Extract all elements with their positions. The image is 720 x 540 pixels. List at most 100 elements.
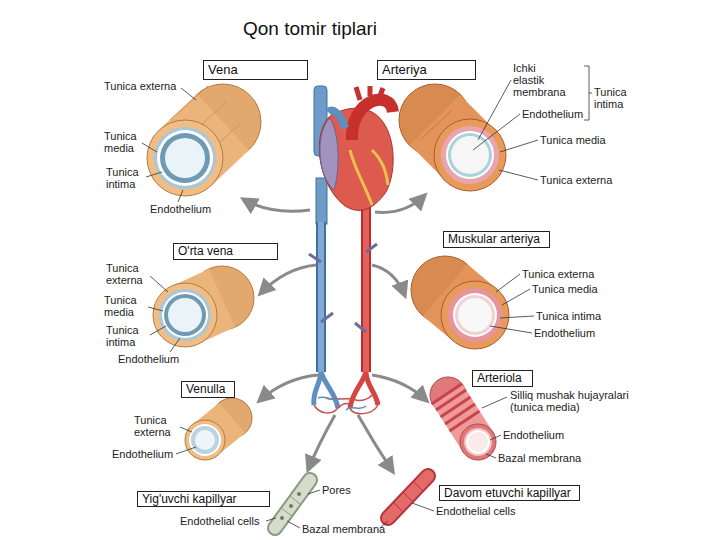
illustration-part <box>289 504 293 508</box>
illustration-part <box>441 126 499 184</box>
vessel-type-box: Yig'uvchi kapillyar <box>137 491 270 507</box>
illustration-part <box>281 496 300 516</box>
illustration-part <box>320 118 338 190</box>
illustration-part <box>448 288 502 342</box>
illustration-part <box>432 384 480 431</box>
layer-label: Silliq mushak hujayralari (tunica media) <box>510 389 650 413</box>
vessel-type-box: Arteriya <box>377 60 476 80</box>
illustration-part <box>423 264 497 341</box>
vessel-type-box: Davom etuvchi kapillyar <box>439 485 580 501</box>
layer-label: Bazal membrana <box>498 452 581 464</box>
illustration-part <box>458 298 492 332</box>
illustration-part <box>316 222 326 372</box>
illustration-part <box>448 133 492 177</box>
layer-label: Endothelium <box>503 429 564 441</box>
diagram-title: Qon tomir tiplari <box>243 18 377 40</box>
illustration-part <box>434 119 506 191</box>
illustration-part <box>446 131 494 179</box>
muscular-artery-tube <box>411 256 509 349</box>
illustration-part <box>482 397 507 458</box>
vessel-type-box: Muskular arteriya <box>443 231 550 248</box>
illustration-part <box>148 276 180 352</box>
layer-label: Endothelium <box>522 108 583 120</box>
illustration-part <box>316 178 327 224</box>
illustration-part <box>318 397 366 410</box>
venule-tube <box>185 398 252 460</box>
layer-label: Tunica intima <box>536 310 601 322</box>
illustration-part <box>142 88 196 202</box>
vessel-type-box: Venulla <box>181 381 235 398</box>
illustration-part <box>388 476 428 518</box>
vessel-type-box: Arteriola <box>472 370 533 387</box>
illustration-part <box>441 281 509 349</box>
layer-label: Bazal membrana <box>302 523 385 535</box>
illustration-part <box>176 427 196 454</box>
illustration-part <box>189 424 221 456</box>
illustration-part <box>372 265 405 296</box>
illustration-part <box>147 120 223 196</box>
illustration-part <box>191 426 219 454</box>
illustration-part <box>455 295 495 335</box>
illustration-part <box>464 428 492 456</box>
vessel-type-name: Davom etuvchi kapillyar <box>440 486 571 500</box>
layer-label: Tunica externa <box>106 262 150 286</box>
illustration-part <box>372 375 427 401</box>
illustration-part <box>164 294 206 336</box>
illustration-part <box>490 274 534 333</box>
illustration-part <box>460 424 496 460</box>
layer-label: Tunica externa <box>540 174 612 186</box>
heart <box>309 86 393 414</box>
illustration-part <box>468 432 488 452</box>
illustration-part <box>159 289 211 341</box>
illustration-part <box>162 292 208 338</box>
illustration-part <box>314 372 338 408</box>
layer-label: Tunica media <box>104 294 148 318</box>
flow-arrows <box>243 195 427 472</box>
vessel-type-name: Arteriola <box>473 371 522 386</box>
layer-label: Endothelium <box>534 327 595 339</box>
illustration-part <box>165 138 205 178</box>
illustration-part <box>185 420 225 460</box>
medium-vein-tube <box>153 266 254 347</box>
illustration-part <box>350 150 388 205</box>
layer-label: Endothelium <box>150 203 211 215</box>
illustration-part <box>154 127 216 189</box>
arteriole-tube <box>430 377 496 460</box>
illustration-part <box>328 111 345 128</box>
leader-lines <box>142 66 592 528</box>
illustration-part <box>352 100 393 140</box>
illustration-part <box>318 222 324 372</box>
layer-label: Tunica intima <box>106 166 150 190</box>
illustration-part <box>393 481 423 512</box>
vessel-type-name: Muskular arteriya <box>444 232 540 247</box>
continuous-capillary <box>388 476 428 518</box>
illustration-part <box>275 480 310 528</box>
illustration-part <box>157 130 213 186</box>
vessel-type-name: O'rta vena <box>174 244 233 259</box>
illustration-part <box>153 283 217 347</box>
illustration-part <box>160 133 210 183</box>
collecting-capillary <box>275 480 310 528</box>
vessel-type-box: Vena <box>203 60 308 80</box>
layer-label: Endothelial cells <box>436 505 516 517</box>
layer-label: Pores <box>322 484 351 496</box>
illustration-part <box>297 492 301 496</box>
layer-label: Tunica media <box>540 134 606 146</box>
layer-label: Tunica media <box>532 283 598 295</box>
illustration-part <box>356 86 383 100</box>
illustration-part <box>453 293 497 337</box>
layer-label: Tunica media <box>104 130 148 154</box>
layer-label: Tunica externa <box>104 80 176 92</box>
vessel-type-box: O'rta vena <box>173 243 278 260</box>
illustration-part <box>260 265 316 294</box>
vessel-type-name: Venulla <box>182 382 225 397</box>
illustration-part <box>280 516 284 520</box>
illustration-part <box>388 476 428 518</box>
vessel-type-name: Arteriya <box>378 61 427 79</box>
illustration-part <box>363 206 369 372</box>
layer-label: Tunica intima <box>594 86 640 110</box>
layer-label: Ichki elastik membrana <box>513 62 569 98</box>
vessel-type-name: Vena <box>204 61 238 79</box>
illustration-part <box>168 298 202 332</box>
